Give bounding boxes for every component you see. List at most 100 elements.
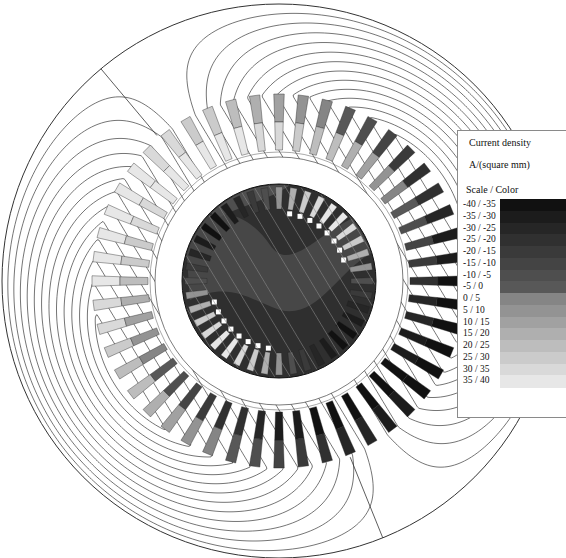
stator-coil [369, 166, 394, 191]
stator-coil [355, 417, 377, 446]
rotor-bar [336, 223, 357, 241]
legend-swatch [500, 258, 566, 270]
stator-coil [93, 298, 122, 311]
stator-coil [410, 277, 438, 286]
stator-coil [104, 205, 133, 224]
rotor-bar [336, 321, 357, 339]
stator-coil [161, 405, 186, 433]
flux-line [80, 259, 213, 457]
flux-line [234, 43, 533, 411]
stator-coil [254, 123, 265, 152]
stator-coil [275, 412, 284, 440]
rotor-bar-end [316, 223, 321, 228]
sector-line [350, 457, 383, 538]
stator-coil [121, 256, 150, 267]
legend-text: -15 / -10 [463, 258, 496, 270]
stator-coil [120, 277, 148, 286]
legend-swatch [500, 305, 566, 317]
stator-coil [356, 152, 379, 179]
rotor-bar [350, 290, 373, 299]
stator-coil [114, 183, 143, 205]
stator-coil [130, 216, 159, 234]
legend-swatch [500, 270, 566, 282]
flux-line [87, 282, 191, 446]
stator-coil [114, 357, 143, 379]
stator-coil [226, 433, 242, 463]
stator-coil [369, 371, 394, 396]
rotor-bar [347, 301, 370, 314]
rotor-region [185, 214, 378, 312]
rotor-regions [185, 183, 378, 311]
rotor-flux-lines [8, 13, 552, 550]
stator-coil [104, 338, 133, 357]
legend-text: -5 / 0 [463, 281, 483, 293]
stator-coil [161, 129, 186, 157]
flux-line [14, 120, 354, 541]
stator-coil [405, 236, 434, 251]
flux-line [262, 62, 518, 386]
rotor-bar [185, 278, 207, 285]
stator-coil [234, 407, 249, 436]
legend-text: 15 / 20 [463, 328, 489, 340]
stator-coil [399, 216, 428, 234]
legend-swatch [500, 352, 566, 364]
rotor-bar [210, 330, 230, 350]
stator-coil [293, 123, 304, 152]
stator-coil [124, 236, 153, 251]
legend-text: -25 / -20 [463, 234, 496, 246]
rotor-bar [186, 263, 209, 272]
rotor-bar [233, 196, 248, 218]
legend-text: 20 / 25 [463, 340, 489, 352]
rotor-bar-end [246, 339, 251, 344]
rotor-bar-end [266, 346, 271, 351]
rotor-bar-end [237, 334, 242, 339]
legend-panel: Current densityA/(square mm)Scale / Colo… [457, 130, 566, 418]
stator-coil [196, 141, 217, 169]
stator-coil [341, 393, 362, 421]
legend-text: 30 / 35 [463, 364, 489, 376]
stator-coil [196, 393, 217, 421]
stator-coil [254, 410, 265, 439]
rotor-bar [328, 330, 348, 350]
stator-coil [424, 205, 454, 224]
stator-coil [226, 99, 242, 129]
rotor-bar [351, 278, 373, 285]
stator-coil [203, 426, 222, 456]
stator-coil [391, 198, 419, 219]
legend-heading: Scale / Color [466, 184, 518, 195]
stator-coil [275, 122, 284, 150]
stator-coil [296, 438, 309, 467]
rotor-bar [261, 352, 270, 375]
stator-coil [97, 228, 127, 244]
stator-coil [372, 129, 397, 157]
stator-coil [415, 183, 444, 205]
legend-swatch [500, 340, 566, 352]
stator-coil [326, 132, 344, 161]
legend-swatch [500, 375, 566, 387]
stator-slots [92, 94, 466, 468]
legend-swatch [500, 234, 566, 246]
rotor-bar [247, 349, 260, 372]
stator-coil [356, 383, 379, 410]
stator-coil [326, 401, 344, 430]
stator-coil [381, 358, 408, 381]
flux-line [42, 179, 298, 503]
legend-text: -10 / -5 [463, 270, 491, 282]
legend-swatch [500, 317, 566, 329]
legend-heading: Current density [469, 137, 531, 148]
legend-text: -20 / -15 [463, 246, 496, 258]
stator-coil [139, 343, 167, 364]
flux-line [34, 166, 312, 511]
stator-coil [274, 94, 285, 122]
stator-coil [316, 433, 332, 463]
legend-text: -35 / -30 [463, 211, 496, 223]
flux-line [95, 315, 166, 430]
rotor-bar [194, 311, 216, 326]
stator-coil [388, 145, 415, 172]
stator-coil [405, 312, 434, 327]
stator-coil [403, 374, 431, 399]
flux-line [27, 153, 326, 521]
rotor-bar-end [287, 211, 292, 216]
stator-coil [408, 256, 437, 267]
legend-swatch [500, 293, 566, 305]
